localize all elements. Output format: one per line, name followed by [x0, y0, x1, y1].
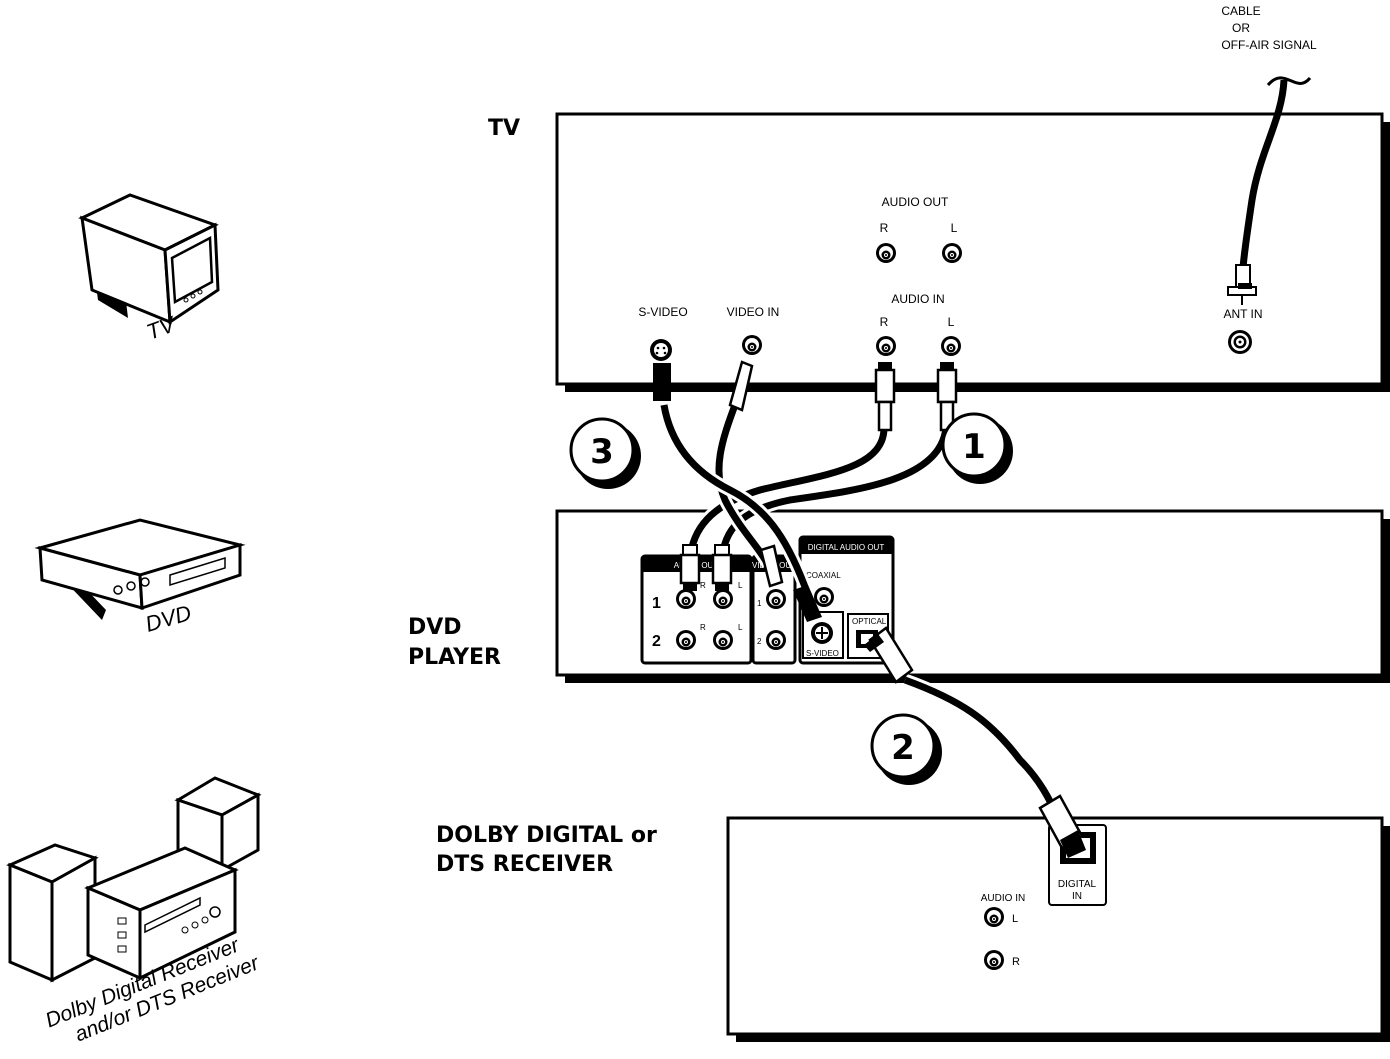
antenna-cable	[1227, 76, 1312, 305]
tv-audio-in-r-label: R	[880, 315, 889, 329]
dvd-video-out-2-jack[interactable]	[766, 630, 786, 650]
tv-svideo-jack[interactable]	[650, 339, 672, 361]
receiver-audio-in-r-label: R	[1012, 956, 1020, 968]
step-1-badge: 1	[941, 412, 1013, 484]
dvd-title-line1: DVD	[408, 615, 462, 640]
dvd-digital-audio-out-header: DIGITAL AUDIO OUT	[808, 543, 885, 552]
tv-audio-out-label: AUDIO OUT	[882, 195, 949, 209]
tv-audio-in-label: AUDIO IN	[891, 292, 944, 306]
signal-label-line3: OFF-AIR SIGNAL	[1221, 38, 1317, 52]
tv-audio-in-l-label: L	[948, 315, 955, 329]
tv-audio-in-r-jack[interactable]	[876, 336, 896, 356]
receiver-audio-in-r-jack[interactable]	[984, 950, 1004, 970]
dvd-row1-label: 1	[652, 595, 661, 612]
receiver-digital-in-label-line1: DIGITAL	[1058, 879, 1097, 890]
dvd-l1-label: L	[738, 581, 743, 590]
receiver-title-line2: DTS RECEIVER	[436, 852, 613, 877]
tv-audio-out-l-label: L	[951, 221, 958, 235]
dvd-r1-label: R	[700, 581, 706, 590]
receiver-device-icon	[6, 776, 262, 983]
tv-video-in-jack[interactable]	[742, 335, 762, 355]
dvd-audio-out-r1-jack[interactable]	[676, 589, 696, 609]
dvd-row2-label: 2	[652, 633, 661, 650]
receiver-title-line1: DOLBY DIGITAL or	[436, 823, 657, 848]
tv-title: TV	[488, 116, 520, 141]
step-3-number: 3	[590, 432, 614, 472]
step-2-badge: 2	[870, 713, 942, 785]
dvd-coaxial-label: COAXIAL	[806, 571, 841, 580]
dvd-device-icon	[34, 518, 246, 620]
tv-video-in-label: VIDEO IN	[727, 305, 780, 319]
tv-svideo-label: S-VIDEO	[638, 305, 687, 319]
receiver-audio-in-l-label: L	[1012, 913, 1018, 925]
receiver-digital-in-label-line2: IN	[1072, 891, 1082, 902]
tv-ant-in-label: ANT IN	[1223, 307, 1262, 321]
dvd-audio-out-l1-jack[interactable]	[713, 589, 733, 609]
signal-label-line2: OR	[1232, 21, 1250, 35]
dvd-optical-label: OPTICAL	[852, 617, 887, 626]
signal-label-line1: CABLE	[1221, 4, 1260, 18]
step-2-number: 2	[891, 728, 915, 768]
tv-device-icon	[78, 193, 220, 325]
receiver-audio-in-l-jack[interactable]	[984, 907, 1004, 927]
svideo-cable	[653, 363, 822, 622]
dvd-svideo-label: S-VIDEO	[806, 649, 839, 658]
dvd-video-2-label: 2	[757, 637, 762, 646]
step-1-number: 1	[962, 427, 986, 467]
step-3-badge: 3	[569, 417, 641, 489]
dvd-svideo-jack[interactable]	[811, 622, 833, 644]
audio-cable-l	[711, 362, 958, 591]
dvd-title-line2: PLAYER	[408, 645, 501, 670]
video-cable	[712, 360, 784, 588]
audio-cable-r	[679, 362, 896, 591]
dvd-audio-out-l2-jack[interactable]	[713, 630, 733, 650]
dvd-r2-label: R	[700, 623, 706, 632]
optical-cable	[864, 626, 1086, 858]
tv-audio-out-l-jack[interactable]	[942, 243, 962, 263]
tv-audio-in-l-jack[interactable]	[941, 336, 961, 356]
tv-audio-out-r-jack[interactable]	[876, 243, 896, 263]
receiver-audio-in-label: AUDIO IN	[981, 893, 1025, 904]
dvd-l2-label: L	[738, 623, 743, 632]
dvd-coaxial-jack[interactable]	[814, 587, 834, 607]
tv-audio-out-r-label: R	[880, 221, 889, 235]
dvd-video-1-label: 1	[757, 599, 762, 608]
dvd-video-out-1-jack[interactable]	[766, 589, 786, 609]
tv-ant-in-jack[interactable]	[1228, 330, 1252, 354]
dvd-audio-out-r2-jack[interactable]	[676, 630, 696, 650]
